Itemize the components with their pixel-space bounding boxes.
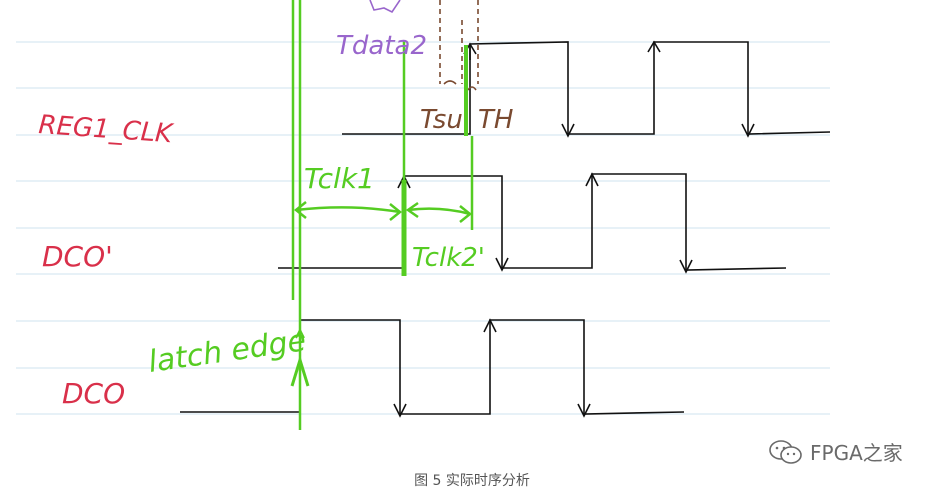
fall-arrow-head xyxy=(577,403,591,418)
figure-caption: 图 5 实际时序分析 xyxy=(414,473,530,489)
tclk1-arrow-head-left xyxy=(293,201,307,219)
tclk1-label: Tclk1 xyxy=(304,162,375,195)
wechat-icon xyxy=(769,439,802,464)
tdata2-label: Tdata2 xyxy=(336,31,427,61)
rise-arrow-head xyxy=(585,172,599,187)
rise-arrow-head xyxy=(647,40,661,53)
signal-label-dco: DCO xyxy=(62,377,125,410)
watermark-text: FPGA之家 xyxy=(810,441,903,465)
fall-arrow-head xyxy=(741,123,755,138)
fall-arrow-head xyxy=(679,259,693,274)
tdata2-bracket xyxy=(369,0,401,14)
latch-edge-arrow-head xyxy=(290,354,310,387)
tclk2-arrow-head-right xyxy=(459,205,473,223)
green-markers xyxy=(290,0,474,430)
setup-hold-markers xyxy=(439,0,479,91)
tclk1-arrow-head-right xyxy=(389,203,403,221)
tclk2-arrow xyxy=(407,207,471,216)
ruled-lines xyxy=(16,41,830,415)
tsu-label: Tsu xyxy=(420,105,463,135)
latch-edge-label: latch edge xyxy=(146,323,308,380)
tclk2-arrow-head-left xyxy=(405,201,419,219)
th-label: TH xyxy=(478,105,513,135)
watermark: FPGA之家 xyxy=(768,437,903,466)
signal-label-dco-prime: DCO' xyxy=(42,240,113,273)
fall-arrow-head xyxy=(393,403,407,418)
rise-arrow-head xyxy=(483,318,497,333)
tclk2-label: Tclk2' xyxy=(412,243,485,273)
fall-arrow-head xyxy=(495,257,509,272)
tclk1-arrow xyxy=(295,206,401,214)
fall-arrow-head xyxy=(561,123,575,138)
signal-label-reg1-clk: REG1_CLK xyxy=(38,110,176,149)
